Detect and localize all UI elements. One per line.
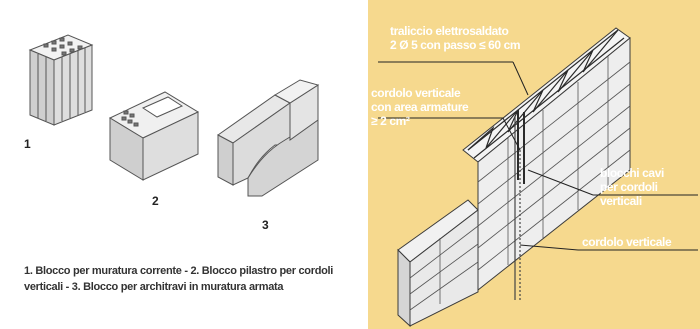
truss-reinforcement (467, 29, 625, 300)
leader-lines (378, 61, 698, 251)
reinforced-wall-figure: traliccio elettrosaldato 2 Ø 5 con passo… (368, 0, 700, 329)
truss-label: traliccio elettrosaldato 2 Ø 5 con passo… (390, 24, 521, 52)
pillar-block-drawing (108, 91, 200, 181)
block-types-figure: 1 2 3 1. Blocco per muratura corrente - … (24, 34, 334, 293)
vertical-beam-label: cordolo verticale (582, 235, 672, 249)
hollow-blocks-label-line: per cordoli (600, 180, 658, 194)
truss-label-line: 2 Ø 5 con passo ≤ 60 cm (390, 38, 521, 52)
hollow-blocks-label-line: blocchi cavi (600, 166, 664, 180)
masonry-block-drawing (28, 34, 94, 126)
wall-drawing (397, 27, 631, 328)
block-number-3: 3 (262, 218, 269, 232)
truss-label-line: traliccio elettrosaldato (390, 24, 509, 38)
block-number-2: 2 (152, 194, 159, 208)
block-types-drawing (28, 34, 320, 197)
block-number-1: 1 (24, 137, 31, 151)
hollow-blocks-label-line: verticali (600, 194, 642, 208)
figure-caption: 1. Blocco per muratura corrente - 2. Blo… (24, 265, 334, 293)
vertical-beam-area-label-line: con area armature (371, 100, 469, 114)
reinforced-wall-drawing (378, 27, 698, 328)
vertical-beam-area-label-line: cordolo verticale (371, 86, 461, 100)
lintel-block-drawing (217, 79, 320, 197)
vertical-beam-label-line: cordolo verticale (582, 235, 672, 249)
vertical-beam-area-label: cordolo verticale con area armature ≥ 2 … (371, 86, 469, 128)
vertical-beam-area-label-line: ≥ 2 cm² (371, 114, 410, 128)
hollow-blocks-label: blocchi cavi per cordoli verticali (600, 166, 664, 208)
